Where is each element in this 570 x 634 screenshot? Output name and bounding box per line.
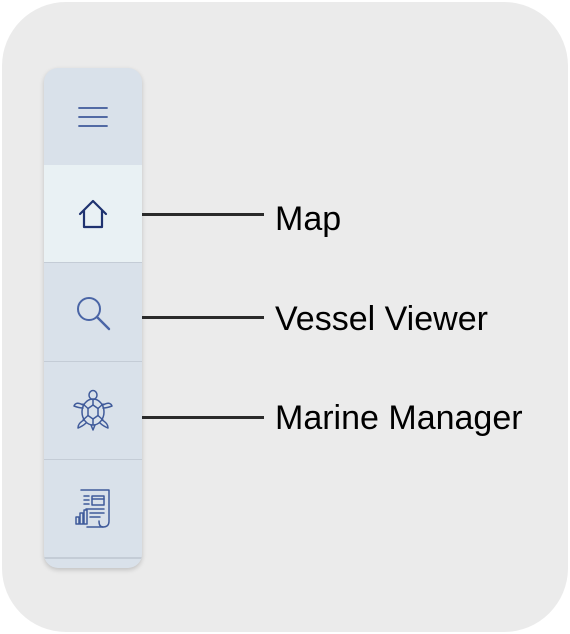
- report-document-icon: [75, 488, 110, 528]
- menu-button[interactable]: [44, 68, 142, 166]
- vessel-viewer-label: Vessel Viewer: [275, 300, 488, 338]
- navigation-rail: [44, 68, 142, 568]
- search-icon: [77, 296, 111, 330]
- marine-manager-connector-line: [142, 416, 264, 419]
- hamburger-menu-icon: [78, 106, 108, 127]
- home-icon: [78, 199, 108, 228]
- map-connector-line: [142, 213, 264, 216]
- nav-item-map[interactable]: [44, 165, 142, 263]
- nav-item-marine-manager[interactable]: [44, 362, 142, 460]
- marine-manager-label: Marine Manager: [275, 399, 523, 437]
- turtle-icon: [73, 389, 113, 431]
- nav-item-reports[interactable]: [44, 460, 142, 558]
- rail-footer-divider: [44, 558, 142, 568]
- vessel-viewer-connector-line: [142, 316, 264, 319]
- nav-item-vessel-viewer[interactable]: [44, 264, 142, 362]
- map-label: Map: [275, 200, 342, 238]
